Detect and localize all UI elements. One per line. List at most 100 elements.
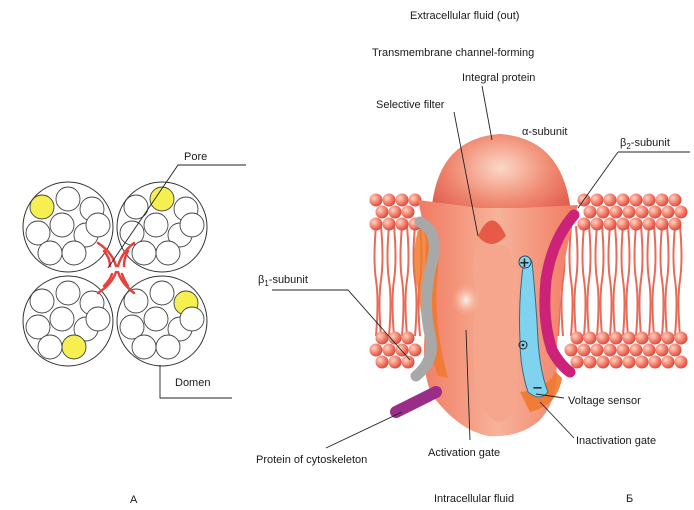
phospholipid-head (402, 332, 415, 345)
phospholipid-head (610, 206, 623, 219)
subunit-circle (62, 241, 86, 265)
subunit-circle (132, 241, 156, 265)
phospholipid-head (584, 206, 597, 219)
phospholipid-head (597, 356, 610, 369)
phospholipid-head (643, 218, 656, 231)
domain-label: Domen (175, 377, 210, 389)
phospholipid-head (383, 218, 396, 231)
inactivation-gate-label: Inactivation gate (576, 435, 656, 447)
phospholipid-head (669, 194, 682, 207)
activation-gate-glow (452, 284, 480, 316)
phospholipid-head (669, 344, 682, 357)
phospholipid-head (623, 332, 636, 345)
phospholipid-head (630, 344, 643, 357)
domain-3 (23, 276, 113, 366)
integral-protein-label: Integral protein (462, 72, 535, 84)
phospholipid-head (675, 332, 688, 345)
phospholipid-head (662, 206, 675, 219)
activation-gate-label: Activation gate (428, 447, 500, 459)
subunit-circle (86, 213, 110, 237)
subunit-circle (124, 289, 148, 313)
subunit-circle (150, 281, 174, 305)
phospholipid-head (643, 194, 656, 207)
phospholipid-head (370, 194, 383, 207)
subunit-circle (56, 187, 80, 211)
phospholipid-head (370, 344, 383, 357)
sensor-minus-sign: − (532, 381, 543, 396)
phospholipid-head (389, 206, 402, 219)
phospholipid-head (604, 218, 617, 231)
subunit-circle (132, 335, 156, 359)
phospholipid-head (649, 332, 662, 345)
phospholipid-head (597, 332, 610, 345)
subunit-circle (50, 307, 74, 331)
subunit-circle (38, 335, 62, 359)
phospholipid-head (565, 344, 578, 357)
cytoskeleton-label: Protein of cytoskeleton (256, 454, 367, 466)
phospholipid-head (675, 206, 688, 219)
phospholipid-head (376, 206, 389, 219)
cytoskeleton-protein (396, 392, 436, 412)
panel-a-label: A (130, 494, 138, 506)
phospholipid-head (584, 332, 597, 345)
phospholipid-head (630, 218, 643, 231)
phospholipid-head (636, 356, 649, 369)
panel-b-label: Б (626, 493, 633, 505)
phospholipid-head (383, 344, 396, 357)
phospholipid-head (604, 344, 617, 357)
phospholipid-head (389, 356, 402, 369)
intracellular-label: Intracellular fluid (434, 493, 514, 505)
subunit-circle (38, 241, 62, 265)
extracellular-label: Extracellular fluid (out) (410, 10, 519, 22)
phospholipid-head (396, 218, 409, 231)
selective-filter-label: Selective filter (376, 99, 445, 111)
yellow-subunit (62, 335, 86, 359)
phospholipid-head (630, 194, 643, 207)
subunit-circle (144, 307, 168, 331)
subunit-circle (156, 241, 180, 265)
phospholipid-head (610, 332, 623, 345)
phospholipid-head (578, 218, 591, 231)
phospholipid-head (591, 218, 604, 231)
channel-inner-column (472, 245, 517, 422)
yellow-subunit (30, 195, 54, 219)
domain-1 (23, 182, 113, 272)
panel-a-channel: Pore Domen A (23, 151, 246, 506)
phospholipid-head (662, 356, 675, 369)
phospholipid-head (656, 344, 669, 357)
phospholipid-head (669, 218, 682, 231)
subunit-circle (30, 289, 54, 313)
subunit-circle (144, 213, 168, 237)
phospholipid-head (617, 194, 630, 207)
phospholipid-head (604, 194, 617, 207)
voltage-sensor-label: Voltage sensor (568, 395, 641, 407)
beta2-subunit-label: β2-subunit (620, 137, 670, 151)
phospholipid-head (649, 356, 662, 369)
phospholipid-head (636, 332, 649, 345)
subunit-circle (50, 213, 74, 237)
subunit-circle (180, 307, 204, 331)
phospholipid-head (402, 206, 415, 219)
phospholipid-head (662, 332, 675, 345)
phospholipid-head (617, 218, 630, 231)
phospholipid-head (578, 344, 591, 357)
phospholipid-head (591, 344, 604, 357)
subunit-circle (124, 195, 148, 219)
domain-2 (117, 182, 207, 272)
phospholipid-head (591, 194, 604, 207)
subunit-circle (156, 335, 180, 359)
phospholipid-head (571, 356, 584, 369)
phospholipid-head (623, 206, 636, 219)
channel-forming-label: Transmembrane channel-forming (372, 47, 534, 59)
phospholipid-head (623, 356, 636, 369)
panel-b-channel: + − Extracellular fluid (out) Transmembr… (256, 10, 690, 505)
phospholipid-head (584, 356, 597, 369)
phospholipid-head (571, 332, 584, 345)
beta1-subunit-label: β1-subunit (258, 274, 308, 288)
phospholipid-head (396, 194, 409, 207)
subunit-circle (180, 213, 204, 237)
phospholipid-head (643, 344, 656, 357)
phospholipid-head (656, 194, 669, 207)
phospholipid-head (649, 206, 662, 219)
